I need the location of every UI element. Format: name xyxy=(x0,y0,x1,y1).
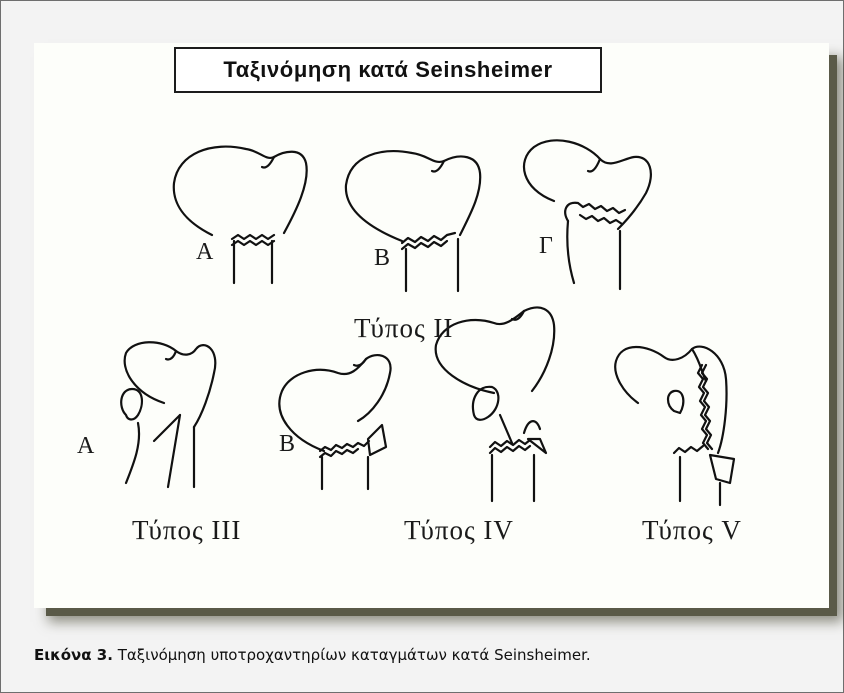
type-v-label: Τύπος V xyxy=(642,515,742,546)
femur-type-iv xyxy=(436,307,555,501)
figure-title-box: Ταξινόμηση κατά Seinsheimer xyxy=(174,47,602,93)
type-ii-letter-a: A xyxy=(196,239,213,266)
caption-lead: Εικόνα 3. xyxy=(34,646,113,664)
type-ii-label: Τύπος II xyxy=(354,313,453,344)
figure-image: Ταξινόμηση κατά Seinsheimer A B Γ Τύπος … xyxy=(34,43,829,608)
caption-text: Ταξινόμηση υποτροχαντηρίων καταγμάτων κα… xyxy=(113,646,591,664)
femur-type-iii-b xyxy=(279,355,390,489)
type-iii-letter-a: A xyxy=(77,433,94,460)
type-iv-label: Τύπος IV xyxy=(404,515,514,546)
figure-title: Ταξινόμηση κατά Seinsheimer xyxy=(223,57,552,83)
type-ii-letter-b: B xyxy=(374,245,390,272)
femur-type-ii-gamma xyxy=(524,140,651,289)
femur-type-iii-a xyxy=(121,342,215,487)
type-ii-letter-gamma: Γ xyxy=(539,233,553,260)
femur-type-v xyxy=(615,347,734,505)
femur-type-ii-b xyxy=(346,151,480,291)
femur-type-ii-a xyxy=(174,147,307,283)
figure-caption: Εικόνα 3. Ταξινόμηση υποτροχαντηρίων κατ… xyxy=(34,646,591,664)
type-iii-label: Τύπος III xyxy=(132,515,241,546)
type-iii-letter-b: B xyxy=(279,431,295,458)
